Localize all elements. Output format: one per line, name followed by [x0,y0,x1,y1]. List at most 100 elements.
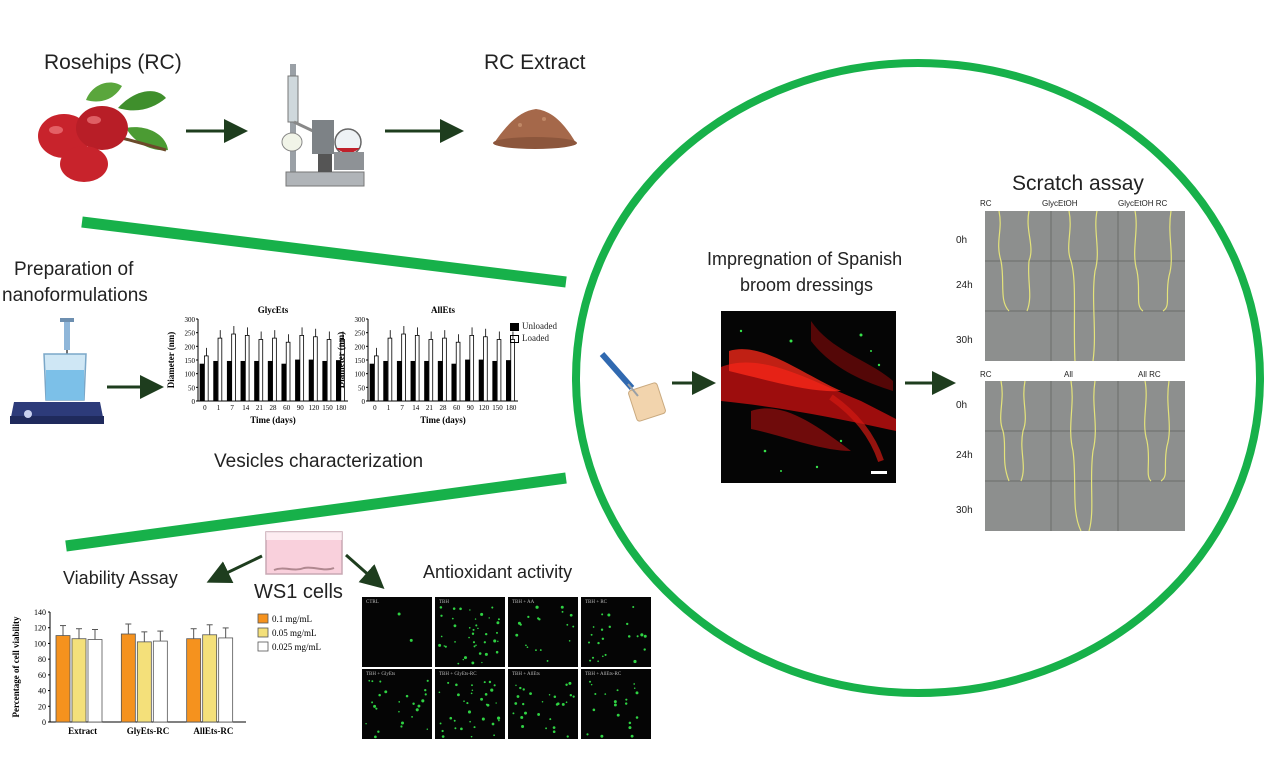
cell-dot [549,718,552,721]
x-tick-label: 120 [309,404,320,412]
cell-dot [519,686,522,690]
cell-dot [627,635,631,638]
bar [369,363,375,402]
scratch-assay-panel: RC GlycEtOH GlycEtOH RC 0h 24h 30h RC Al… [952,195,1187,535]
label-rosehips: Rosehips (RC) [44,51,182,74]
pipette-dressing-icon [599,352,666,422]
cell-dot [561,610,564,613]
cell-dot [496,716,501,720]
bar [308,359,314,402]
cell-dot [452,607,456,610]
cell-dot [488,680,492,684]
cell-dot [594,692,597,696]
cell-dot [497,640,499,643]
scratch-bottom-row-30h: 30h [956,505,973,516]
antioxidant-dots [586,680,639,738]
cell-dot [484,632,488,636]
cell-dot [371,701,374,704]
cell-dot [480,697,484,701]
cell-dot [626,622,629,626]
cell-dot [525,644,527,647]
cell-dot [590,683,593,686]
cell-dot [377,730,380,733]
cell-dot [486,703,490,707]
cell-dot [613,700,617,704]
cell-dot [375,707,378,710]
chart-title: AllEts [431,305,456,315]
cell-dot [491,606,494,609]
bar [455,341,461,402]
x-tick-label: 14 [242,404,250,412]
antioxidant-panel: TBH + RC [581,597,651,667]
cell-dot [633,659,637,664]
cell-dot [462,658,464,661]
cell-dot [451,617,454,620]
antioxidant-dots [438,606,500,665]
cell-dot [560,605,564,609]
label-impregnation-1: Impregnation of Spanish [707,249,903,269]
bar [437,360,443,402]
y-tick-label: 200 [185,343,196,351]
arrow-cells-to-viability [206,554,263,584]
cell-dot [520,715,524,719]
cell-dot [441,735,445,738]
cell-dot [552,726,556,729]
cell-dot [600,628,604,631]
bar [244,334,250,402]
cell-dot [495,650,499,654]
cell-dot [484,693,488,696]
cell-dot [424,693,427,696]
cell-dot [405,694,409,698]
bar [322,360,327,402]
cell-dot [426,679,429,682]
green-circle [572,59,1264,697]
bar [87,639,103,723]
cell-dot [472,628,475,631]
x-tick-label: 7 [230,404,234,412]
bar [414,334,420,402]
cell-dot [371,680,374,683]
cell-dot [398,710,400,713]
cell-dot [601,613,604,616]
antioxidant-dots [587,605,647,664]
cell-dot [496,621,500,625]
y-axis-label: Percentage of cell viability [11,616,21,718]
cell-dot [616,689,619,692]
cell-dot [591,656,595,659]
cell-dot [455,683,458,687]
cell-dot [572,625,575,628]
scratch-top-col-2: GlycEtOH [1042,199,1078,208]
scratch-bottom-row-0h: 0h [956,400,968,411]
legend-loaded: Loaded [510,332,557,344]
cell-dot [522,688,525,691]
cell-dot [608,625,611,629]
bar [120,633,136,723]
cell-dot [628,726,632,730]
label-viability: Viability Assay [63,568,178,588]
rc-extract-powder-icon [493,109,577,149]
cell-dot [526,646,529,649]
antioxidant-panel-label: TBH + GlyEts [366,672,396,677]
cell-dot [449,716,453,720]
y-tick-label: 0 [362,398,366,406]
cell-dot [565,683,568,686]
cell-dot [588,680,592,683]
scratch-top-row-30h: 30h [956,335,973,346]
cell-dot [635,716,639,719]
cell-dot [439,722,442,725]
cell-dot [368,679,371,682]
cell-dot [538,618,541,621]
cell-dot [545,727,547,730]
legend-label: 0.1 mg/mL [272,614,312,624]
y-axis-label: Diameter (nm) [336,332,346,389]
antioxidant-dots [512,681,575,738]
cell-dot [484,652,488,656]
y-tick-label: 80 [38,655,46,664]
legend-label: 0.05 mg/mL [272,628,317,638]
y-tick-label: 300 [185,316,196,324]
x-tick-label: 1 [217,404,221,412]
bar [483,336,488,402]
cell-dot [415,708,419,712]
label-impregnation-2: broom dressings [740,275,874,295]
